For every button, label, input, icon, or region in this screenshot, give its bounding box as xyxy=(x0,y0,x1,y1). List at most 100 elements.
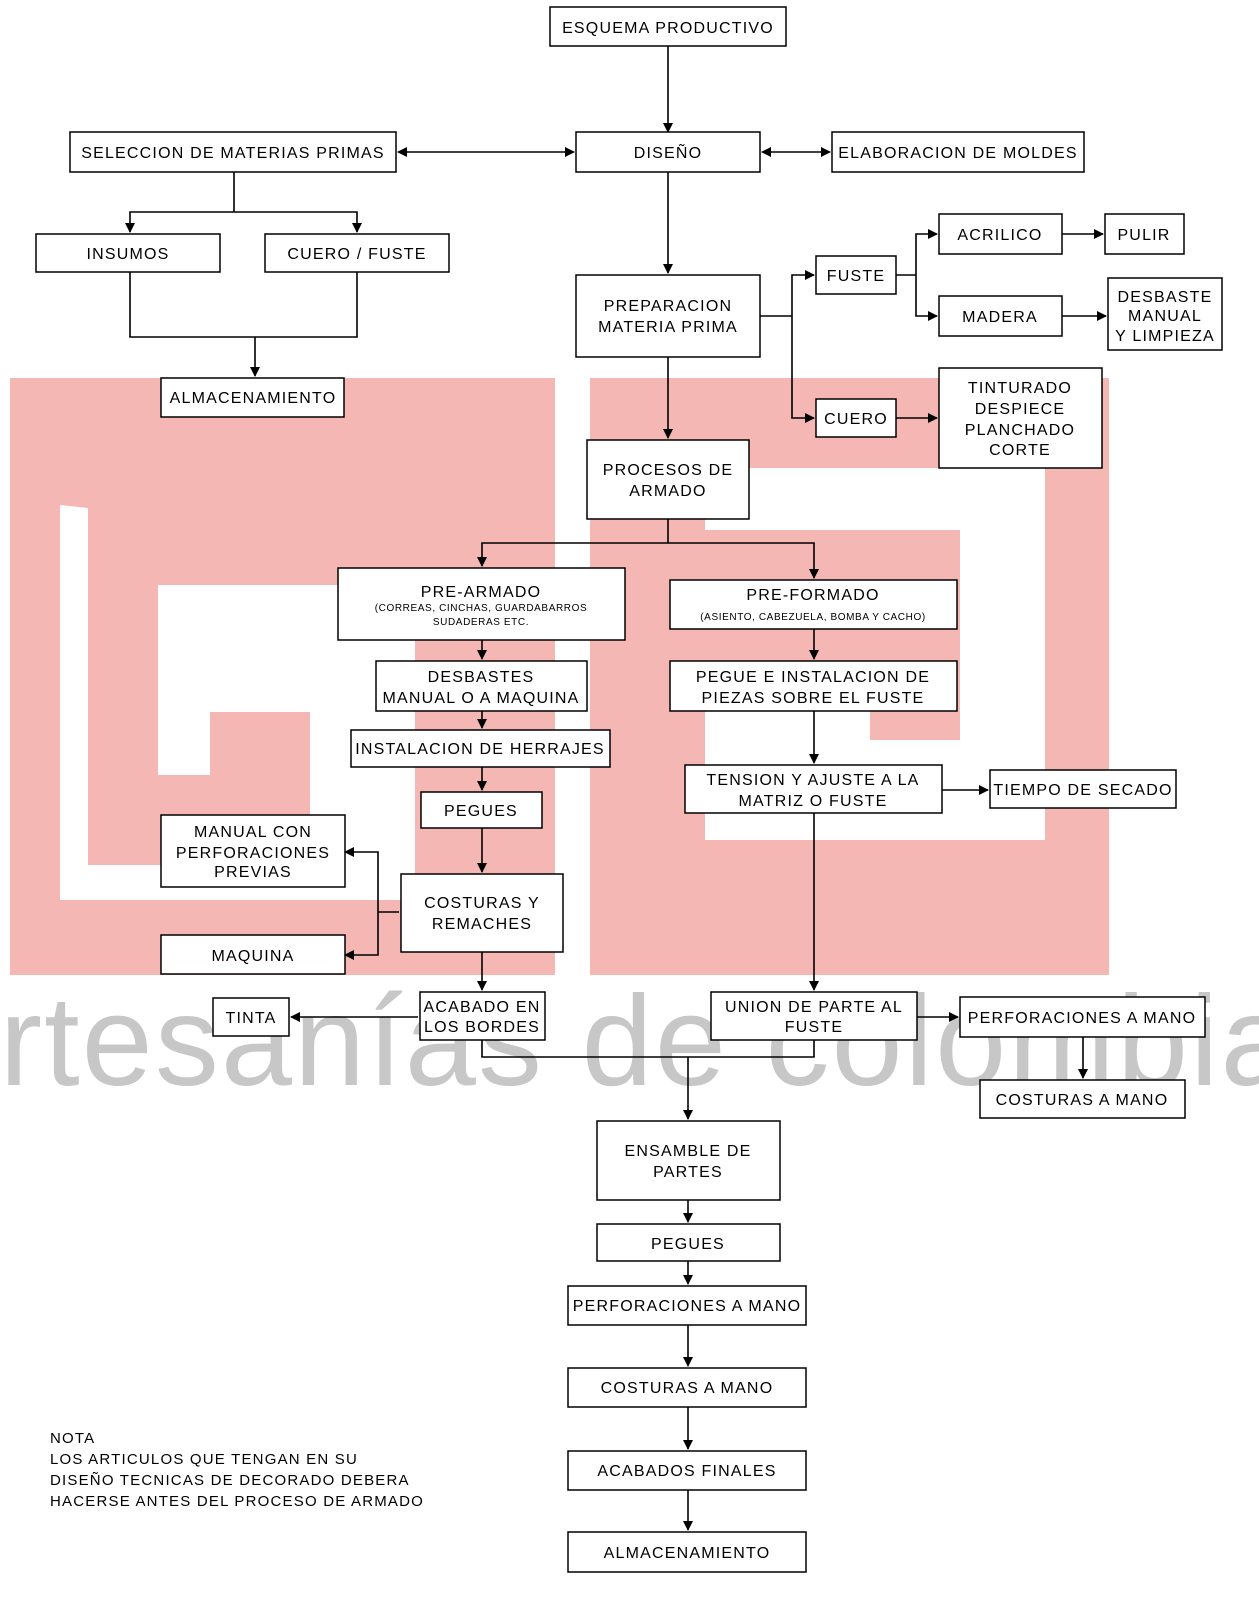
node-sublabel: SUDADERAS ETC. xyxy=(433,617,529,628)
node-perforaciones-mano-2: PERFORACIONES A MANO xyxy=(567,1285,807,1326)
node-label: TINTURADO xyxy=(968,380,1072,397)
node-label: MAQUINA xyxy=(211,948,294,965)
node-label: CORTE xyxy=(989,442,1051,459)
node-label: ESQUEMA PRODUCTIVO xyxy=(562,20,774,37)
node-acabado-bordes: ACABADO EN LOS BORDES xyxy=(419,991,546,1041)
node-perforaciones-mano-1: PERFORACIONES A MANO xyxy=(959,996,1206,1038)
node-instalacion-herrajes: INSTALACION DE HERRAJES xyxy=(350,729,611,768)
node-union-parte-fuste: UNION DE PARTE AL FUSTE xyxy=(710,991,918,1041)
node-label: PERFORACIONES A MANO xyxy=(573,1298,801,1315)
node-pegue-instalacion: PEGUE E INSTALACION DE PIEZAS SOBRE EL F… xyxy=(669,660,958,712)
node-label: MANUAL xyxy=(1128,308,1202,325)
node-label: PEGUES xyxy=(651,1236,725,1253)
node-label: PERFORACIONES xyxy=(176,845,330,862)
node-label: INSTALACION DE HERRAJES xyxy=(355,741,605,758)
node-label: PLANCHADO xyxy=(965,422,1075,439)
node-label: REMACHES xyxy=(432,916,532,933)
node-label: ARMADO xyxy=(629,483,706,500)
note-block: NOTA LOS ARTICULOS QUE TENGAN EN SU DISE… xyxy=(50,1430,424,1510)
node-label: PREVIAS xyxy=(214,864,292,881)
node-label: ALMACENAMIENTO xyxy=(170,390,337,407)
node-cuero: CUERO xyxy=(815,398,897,438)
node-madera: MADERA xyxy=(938,295,1063,337)
node-label: MADERA xyxy=(962,309,1038,326)
node-label: MATERIA PRIMA xyxy=(598,319,738,336)
node-label: DESBASTES xyxy=(428,669,535,686)
node-label: PERFORACIONES A MANO xyxy=(968,1010,1196,1027)
node-acrilico: ACRILICO xyxy=(938,213,1063,255)
node-desbastes: DESBASTES MANUAL O A MAQUINA xyxy=(375,660,588,712)
node-manual-perforaciones: MANUAL CON PERFORACIONES PREVIAS xyxy=(160,814,346,888)
node-pre-formado: PRE-FORMADO (ASIENTO, CABEZUELA, BOMBA Y… xyxy=(669,579,958,630)
node-tension-ajuste: TENSION Y AJUSTE A LA MATRIZ O FUSTE xyxy=(684,764,943,814)
node-label: ENSAMBLE DE xyxy=(624,1143,751,1160)
node-label: PARTES xyxy=(653,1164,723,1181)
node-label: ACABADO EN xyxy=(424,999,541,1016)
node-tiempo-secado: TIEMPO DE SECADO xyxy=(989,769,1177,809)
node-preparacion-materia-prima: PREPARACION MATERIA PRIMA xyxy=(575,274,761,358)
node-pre-armado: PRE-ARMADO (CORREAS, CINCHAS, GUARDABARR… xyxy=(337,567,626,641)
node-almacenamiento-1: ALMACENAMIENTO xyxy=(160,377,345,418)
node-label: PEGUES xyxy=(444,803,518,820)
node-label: INSUMOS xyxy=(86,246,169,263)
note-line: DISEÑO TECNICAS DE DECORADO DEBERA xyxy=(50,1472,410,1489)
node-label: PREPARACION xyxy=(604,298,732,315)
node-pulir: PULIR xyxy=(1104,213,1185,255)
node-label: COSTURAS Y xyxy=(424,895,540,912)
note-line: LOS ARTICULOS QUE TENGAN EN SU xyxy=(50,1451,358,1468)
node-label: UNION DE PARTE AL xyxy=(725,999,903,1016)
node-label: COSTURAS A MANO xyxy=(996,1092,1169,1109)
node-label: PRE-FORMADO xyxy=(746,587,879,604)
node-label: DESBASTE xyxy=(1118,289,1213,306)
node-label: MANUAL O A MAQUINA xyxy=(382,690,579,707)
node-label: SELECCION DE MATERIAS PRIMAS xyxy=(81,145,385,162)
node-almacenamiento-2: ALMACENAMIENTO xyxy=(567,1531,807,1573)
node-elaboracion-moldes: ELABORACION DE MOLDES xyxy=(831,131,1085,173)
node-label: ELABORACION DE MOLDES xyxy=(838,145,1077,162)
note-line: HACERSE ANTES DEL PROCESO DE ARMADO xyxy=(50,1493,424,1510)
node-costuras-mano-2: COSTURAS A MANO xyxy=(567,1367,807,1408)
node-label: FUSTE xyxy=(785,1019,843,1036)
node-desbaste-limpieza: DESBASTE MANUAL Y LIMPIEZA xyxy=(1107,277,1223,351)
node-pegues-1: PEGUES xyxy=(420,791,543,829)
node-label: ACRILICO xyxy=(957,227,1042,244)
node-label: TENSION Y AJUSTE A LA xyxy=(706,772,919,789)
node-costuras-remaches: COSTURAS Y REMACHES xyxy=(400,873,564,953)
node-fuste: FUSTE xyxy=(815,255,897,295)
node-label: PEGUE E INSTALACION DE xyxy=(696,669,930,686)
node-label: PULIR xyxy=(1117,227,1170,244)
connectors xyxy=(125,46,1107,1531)
node-label: PRE-ARMADO xyxy=(421,584,541,601)
node-label: ALMACENAMIENTO xyxy=(604,1545,771,1562)
node-label: MATRIZ O FUSTE xyxy=(739,793,888,810)
node-diseno: DISEÑO xyxy=(575,131,761,173)
node-label: MANUAL CON xyxy=(194,824,312,841)
node-label: ACABADOS FINALES xyxy=(597,1463,776,1480)
node-label: Y LIMPIEZA xyxy=(1115,328,1215,345)
node-label: TIEMPO DE SECADO xyxy=(993,782,1172,799)
node-seleccion-materias-primas: SELECCION DE MATERIAS PRIMAS xyxy=(69,131,397,173)
node-costuras-mano-1: COSTURAS A MANO xyxy=(979,1079,1186,1119)
node-procesos-armado: PROCESOS DE ARMADO xyxy=(586,439,750,520)
node-acabados-finales: ACABADOS FINALES xyxy=(567,1450,807,1491)
node-insumos: INSUMOS xyxy=(35,233,221,273)
node-sublabel: (ASIENTO, CABEZUELA, BOMBA Y CACHO) xyxy=(700,612,926,623)
node-label: DESPIECE xyxy=(975,401,1066,418)
node-maquina: MAQUINA xyxy=(160,934,346,975)
node-tinta: TINTA xyxy=(212,997,290,1037)
note-title: NOTA xyxy=(50,1430,95,1447)
node-esquema-productivo: ESQUEMA PRODUCTIVO xyxy=(549,6,787,47)
node-label: DISEÑO xyxy=(634,142,703,162)
node-pegues-2: PEGUES xyxy=(596,1223,781,1262)
node-label: LOS BORDES xyxy=(424,1019,540,1036)
node-sublabel: (CORREAS, CINCHAS, GUARDABARROS xyxy=(375,603,588,614)
node-ensamble-partes: ENSAMBLE DE PARTES xyxy=(596,1120,781,1201)
node-label: CUERO / FUSTE xyxy=(287,246,426,263)
node-label: PIEZAS SOBRE EL FUSTE xyxy=(702,690,925,707)
node-label: CUERO xyxy=(824,411,888,428)
node-label: COSTURAS A MANO xyxy=(601,1380,774,1397)
node-tinturado: TINTURADO DESPIECE PLANCHADO CORTE xyxy=(938,367,1103,469)
node-label: FUSTE xyxy=(827,268,885,285)
